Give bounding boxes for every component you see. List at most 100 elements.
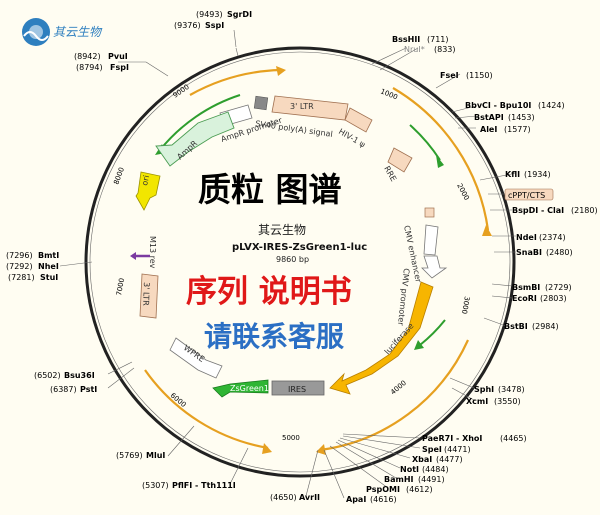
site-nrui-pos: (833) — [434, 45, 456, 54]
site-xcmi: XcmI — [466, 397, 488, 406]
feature-hiv-psi — [344, 107, 373, 133]
green-arc-right — [409, 124, 441, 161]
feature-m13-arrow-icon — [130, 252, 136, 260]
site-snabi-pos: (2480) — [546, 248, 573, 257]
tick-9000: 9000 — [172, 83, 191, 100]
outer-arc-top — [189, 68, 281, 96]
site-bsmbi: BsmBI — [512, 283, 540, 292]
plasmid-company: 其云生物 — [258, 223, 306, 237]
site-alei: AleI — [480, 125, 497, 134]
site-bstapi: BstAPI — [474, 113, 504, 122]
outer-arcs — [144, 66, 492, 455]
tick-2000: 2000 — [455, 182, 470, 201]
cppt-callout-box — [504, 188, 554, 201]
plasmid-backbone — [84, 46, 516, 478]
tick-8000: 8000 — [112, 166, 126, 185]
site-bamhi: BamHI — [384, 475, 414, 484]
site-mlui-pos: (5769) — [116, 451, 143, 460]
green-arc-top-left — [159, 94, 241, 151]
site-pflfi: PflFI - Tth111I — [172, 481, 236, 490]
plasmid-name: pLVX-IRES-ZsGreen1-luc — [232, 242, 367, 253]
center-labels: 质粒 图谱 其云生物 pLVX-IRES-ZsGreen1-luc 9860 b… — [186, 170, 367, 353]
site-stui-pos: (7281) — [8, 273, 35, 282]
site-psti-pos: (6387) — [50, 385, 77, 394]
green-arc-right-low — [419, 319, 446, 346]
site-apai-pos: (4616) — [370, 495, 397, 504]
site-paer7i-pos: (4465) — [500, 434, 527, 443]
feature-ori-label: ori — [140, 174, 151, 186]
site-fsei-pos: (1150) — [466, 71, 493, 80]
overlay-subtitle: 序列 说明书 — [186, 274, 352, 310]
plasmid-size: 9860 bp — [276, 255, 309, 264]
site-leader-lines — [59, 29, 516, 499]
site-nrui: NruI* — [404, 45, 425, 54]
site-fsei: FseI — [440, 71, 459, 80]
site-spei: SpeI — [422, 445, 442, 454]
site-mlui: MluI — [146, 451, 165, 460]
site-pflfi-pos: (5307) — [142, 481, 169, 490]
site-ecori-pos: (2803) — [540, 294, 567, 303]
site-kfli: KflI — [505, 170, 520, 179]
outer-arc-right-top — [392, 87, 490, 231]
restriction-sites: (9493) SgrDI (9376) SspI (8942) PvuI (87… — [6, 10, 598, 504]
site-bsu36i: Bsu36I — [64, 371, 95, 380]
feature-cmv-promoter-label: CMV promoter — [396, 268, 411, 327]
site-bsmbi-pos: (2729) — [545, 283, 572, 292]
site-paer7i: PaeR7I - XhoI — [422, 434, 482, 443]
feature-cppt-label: cPPT/CTS — [508, 191, 545, 200]
site-sgrdi-pos: (9493) — [196, 10, 223, 19]
site-fspi-pos: (8794) — [76, 63, 103, 72]
site-bamhi-pos: (4491) — [418, 475, 445, 484]
feature-cmv-promoter — [421, 255, 448, 279]
site-bspdi: BspDI - ClaI — [512, 206, 564, 215]
site-sgrdi: SgrDI — [227, 10, 252, 19]
site-pspomi-pos: (4612) — [406, 485, 433, 494]
site-sphi: SphI — [474, 385, 494, 394]
feature-3ltr-left-label: 3' LTR — [141, 282, 151, 306]
site-bbvci: BbvCI - Bpu10I — [465, 101, 531, 110]
feature-ampr — [155, 111, 235, 167]
site-bsshii-pos: (711) — [427, 35, 449, 44]
overlay-title: 质粒 图谱 — [198, 170, 342, 209]
site-ndei: NdeI — [516, 233, 537, 242]
site-pvui: PvuI — [108, 52, 128, 61]
site-bspdi-pos: (2180) — [571, 206, 598, 215]
feature-ori — [135, 171, 161, 211]
site-nhei: NheI — [38, 262, 59, 271]
tick-4000: 4000 — [389, 379, 408, 397]
site-bmti: BmtI — [38, 251, 59, 260]
feature-ires-label: IRES — [288, 385, 306, 394]
site-fspi: FspI — [110, 63, 129, 72]
site-noti: NotI — [400, 465, 419, 474]
site-xbai-pos: (4477) — [436, 455, 463, 464]
site-bmti-pos: (7296) — [6, 251, 33, 260]
feature-ires — [271, 380, 325, 396]
site-sphi-pos: (3478) — [498, 385, 525, 394]
logo-text: 其云生物 — [53, 25, 103, 39]
company-logo: 其云生物 — [22, 18, 103, 46]
feature-wpre — [169, 337, 223, 379]
site-sspi-pos: (9376) — [174, 21, 201, 30]
feature-cppt-box — [424, 207, 435, 218]
outer-arc-left-bottom — [144, 369, 269, 450]
site-bstapi-pos: (1453) — [508, 113, 535, 122]
outer-arc-right-bottom — [319, 339, 470, 452]
site-pvui-pos: (8942) — [74, 52, 101, 61]
site-kfli-pos: (1934) — [524, 170, 551, 179]
site-stui: StuI — [40, 273, 58, 282]
feature-zsgreen1-label: ZsGreen1 — [230, 384, 269, 393]
feature-3ltr-left — [139, 273, 159, 319]
site-sspi: SspI — [205, 21, 224, 30]
site-psti: PstI — [80, 385, 97, 394]
site-avrii: AvrII — [299, 493, 320, 502]
site-bstbi: BstBI — [504, 322, 528, 331]
site-ecori: EcoRI — [512, 294, 537, 303]
overlay-contact: 请联系客服 — [204, 320, 345, 353]
feature-m13-label: M13 rev — [148, 236, 157, 269]
site-bbvci-pos: (1424) — [538, 101, 565, 110]
site-avrii-pos: (4650) — [270, 493, 297, 502]
site-bstbi-pos: (2984) — [532, 322, 559, 331]
feature-sv40-box — [253, 95, 269, 111]
site-alei-pos: (1577) — [504, 125, 531, 134]
